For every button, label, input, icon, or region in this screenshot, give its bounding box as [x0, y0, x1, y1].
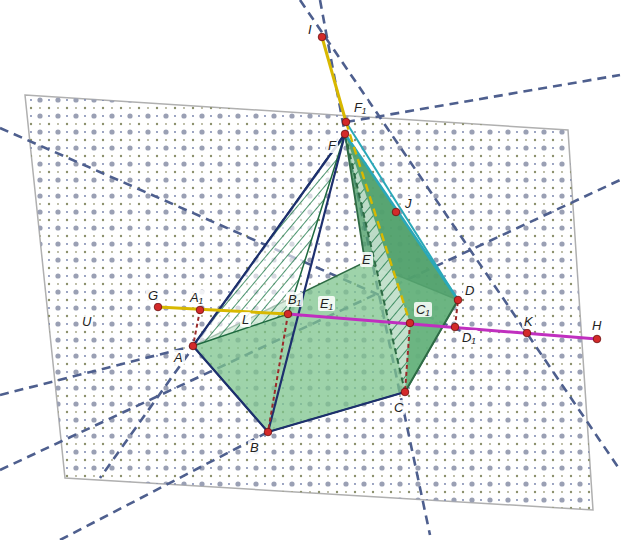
- point-label: F: [326, 138, 338, 153]
- pyramid-face: [345, 134, 458, 300]
- dashed-line: [60, 432, 268, 540]
- point: [154, 303, 162, 311]
- point-label: G: [146, 288, 160, 303]
- point-label: I: [306, 22, 314, 37]
- point-label: B₁: [286, 292, 303, 307]
- point-label: D₁: [460, 330, 478, 345]
- magenta-line: [288, 314, 597, 339]
- edge-line: [193, 346, 268, 432]
- point: [523, 329, 531, 337]
- point-label: F₁: [352, 100, 368, 115]
- point-label: U: [80, 314, 93, 329]
- plane-texture: [25, 95, 593, 510]
- point: [392, 208, 400, 216]
- point: [451, 323, 459, 331]
- projection-line: [268, 314, 288, 432]
- yellow-line: [346, 122, 410, 323]
- edge-line: [405, 300, 458, 392]
- point: [593, 335, 601, 343]
- yellow-line: [158, 307, 288, 314]
- points: [154, 33, 601, 436]
- projection-line: [193, 310, 200, 346]
- point: [264, 428, 272, 436]
- point-label: H: [590, 318, 603, 333]
- cyan-line: [345, 134, 458, 300]
- point: [342, 118, 350, 126]
- plane: [25, 95, 593, 510]
- point: [401, 388, 409, 396]
- point: [284, 310, 292, 318]
- dashed-line: [320, 0, 345, 134]
- cyan-line: [346, 122, 458, 300]
- point-label: K: [522, 314, 535, 329]
- point-label: C₁: [414, 302, 432, 317]
- yellow-line: [322, 37, 346, 122]
- pyramid-edges: [158, 37, 597, 432]
- point-label: E: [360, 252, 373, 267]
- point-label: E₁: [318, 296, 335, 311]
- point-label: C: [392, 400, 405, 415]
- point-label: A: [172, 350, 185, 365]
- edge-line: [345, 134, 405, 392]
- point-label: L: [240, 312, 251, 327]
- point: [406, 319, 414, 327]
- point: [454, 296, 462, 304]
- point-label: A₁: [188, 290, 205, 305]
- dashed-line: [0, 346, 193, 395]
- point: [341, 130, 349, 138]
- edge-line: [268, 134, 345, 432]
- point: [318, 33, 326, 41]
- point-label: B: [248, 440, 261, 455]
- point: [189, 342, 197, 350]
- point: [196, 306, 204, 314]
- point-label: J: [403, 196, 414, 211]
- dashed-line: [346, 75, 620, 122]
- edge-line: [268, 392, 405, 432]
- point-label: D: [463, 283, 476, 298]
- projection-line: [405, 323, 410, 392]
